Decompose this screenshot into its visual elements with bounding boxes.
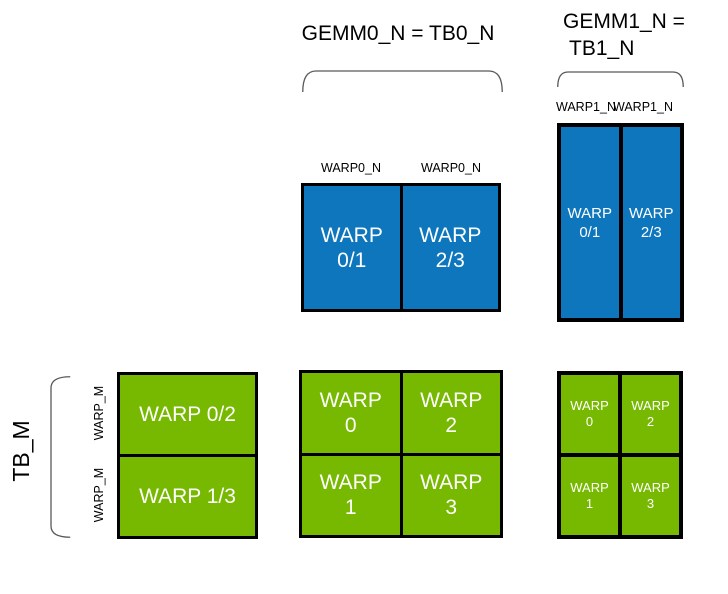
warp-cell-line2: 1 — [585, 496, 594, 511]
gemm0-green-cell-warp1: WARP 1 — [302, 455, 400, 535]
gemm1-blue-warp-grid: WARP 0/1 WARP 2/3 — [557, 123, 684, 322]
warp-cell-line1: WARP — [567, 204, 612, 222]
gemm0-blue-cell-warp01: WARP 0/1 — [304, 186, 400, 309]
gemm0-n-bracket — [302, 70, 503, 93]
warp-cell-line1: WARP — [629, 204, 674, 222]
warp1-n-label-left: WARP1_N — [556, 100, 616, 114]
warp-cell-line2: 0 — [344, 413, 357, 437]
gemm1-green-cell-warp1: WARP 1 — [561, 457, 618, 535]
gemm1-blue-cell-warp23: WARP 2/3 — [622, 127, 680, 318]
gemm1-n-bracket — [557, 71, 684, 88]
gemm1-blue-cell-warp01: WARP 0/1 — [561, 127, 619, 318]
tb-m-bracket — [50, 376, 71, 538]
warp-cell-line1: WARP — [570, 398, 609, 413]
warp-cell-line2: 3 — [445, 496, 458, 520]
warp-cell-line1: WARP — [570, 480, 609, 495]
warp-cell-line2: 0/1 — [337, 248, 367, 272]
warp-cell-label: WARP 1/3 — [139, 484, 236, 508]
gemm0-blue-warp-grid: WARP 0/1 WARP 2/3 — [301, 183, 501, 312]
warp-cell-line2: 1 — [344, 496, 357, 520]
warp-cell-line2: 0/1 — [579, 223, 601, 241]
gemm1-green-cell-warp3: WARP 3 — [622, 457, 679, 535]
warp-cell-line1: WARP — [420, 471, 483, 495]
warp-cell-line2: 3 — [646, 496, 655, 511]
gemm1-green-cell-warp2: WARP 2 — [622, 375, 679, 453]
warp-cell-line2: 2/3 — [435, 248, 465, 272]
warp0-n-label-right: WARP0_N — [421, 161, 481, 175]
gemm1-n-title: GEMM1_N = TB1_N — [563, 8, 685, 62]
warp0-n-label-left: WARP0_N — [321, 161, 381, 175]
warp-cell-line2: 2 — [445, 413, 458, 437]
warp-cell-label: WARP 0/2 — [139, 402, 236, 426]
warp-cell-line1: WARP — [319, 388, 382, 412]
gemm0-green-cell-warp2: WARP 2 — [402, 373, 500, 453]
warp-cell-line1: WARP — [420, 388, 483, 412]
left-green-cell-warp13: WARP 1/3 — [120, 457, 255, 536]
gemm0-green-cell-warp0: WARP 0 — [302, 373, 400, 453]
warp-cell-line2: 2/3 — [640, 223, 662, 241]
gemm0-green-cell-warp3: WARP 3 — [402, 455, 500, 535]
gemm1-n-title-line1: GEMM1_N = — [563, 10, 685, 33]
gemm1-green-warp-grid: WARP 0 WARP 2 WARP 1 WARP 3 — [557, 371, 683, 539]
left-green-cell-warp02: WARP 0/2 — [120, 375, 255, 454]
warp-cell-line1: WARP — [631, 480, 670, 495]
gemm0-green-warp-grid: WARP 0 WARP 2 WARP 1 WARP 3 — [299, 370, 503, 538]
warp-cell-line1: WARP — [419, 223, 482, 247]
gemm0-blue-cell-warp23: WARP 2/3 — [402, 186, 498, 309]
warp-cell-line1: WARP — [319, 471, 382, 495]
warp1-n-label-right: WARP1_N — [613, 100, 673, 114]
gemm0-n-title: GEMM0_N = TB0_N — [301, 22, 495, 45]
gemm1-n-title-line2: TB1_N — [569, 37, 635, 60]
warp-cell-line1: WARP — [631, 398, 670, 413]
warp-cell-line1: WARP — [320, 223, 383, 247]
warp-cell-line2: 0 — [585, 414, 594, 429]
gemm1-green-cell-warp0: WARP 0 — [561, 375, 618, 453]
warp-cell-line2: 2 — [646, 414, 655, 429]
left-green-warp-grid: WARP 0/2 WARP 1/3 — [117, 372, 258, 539]
